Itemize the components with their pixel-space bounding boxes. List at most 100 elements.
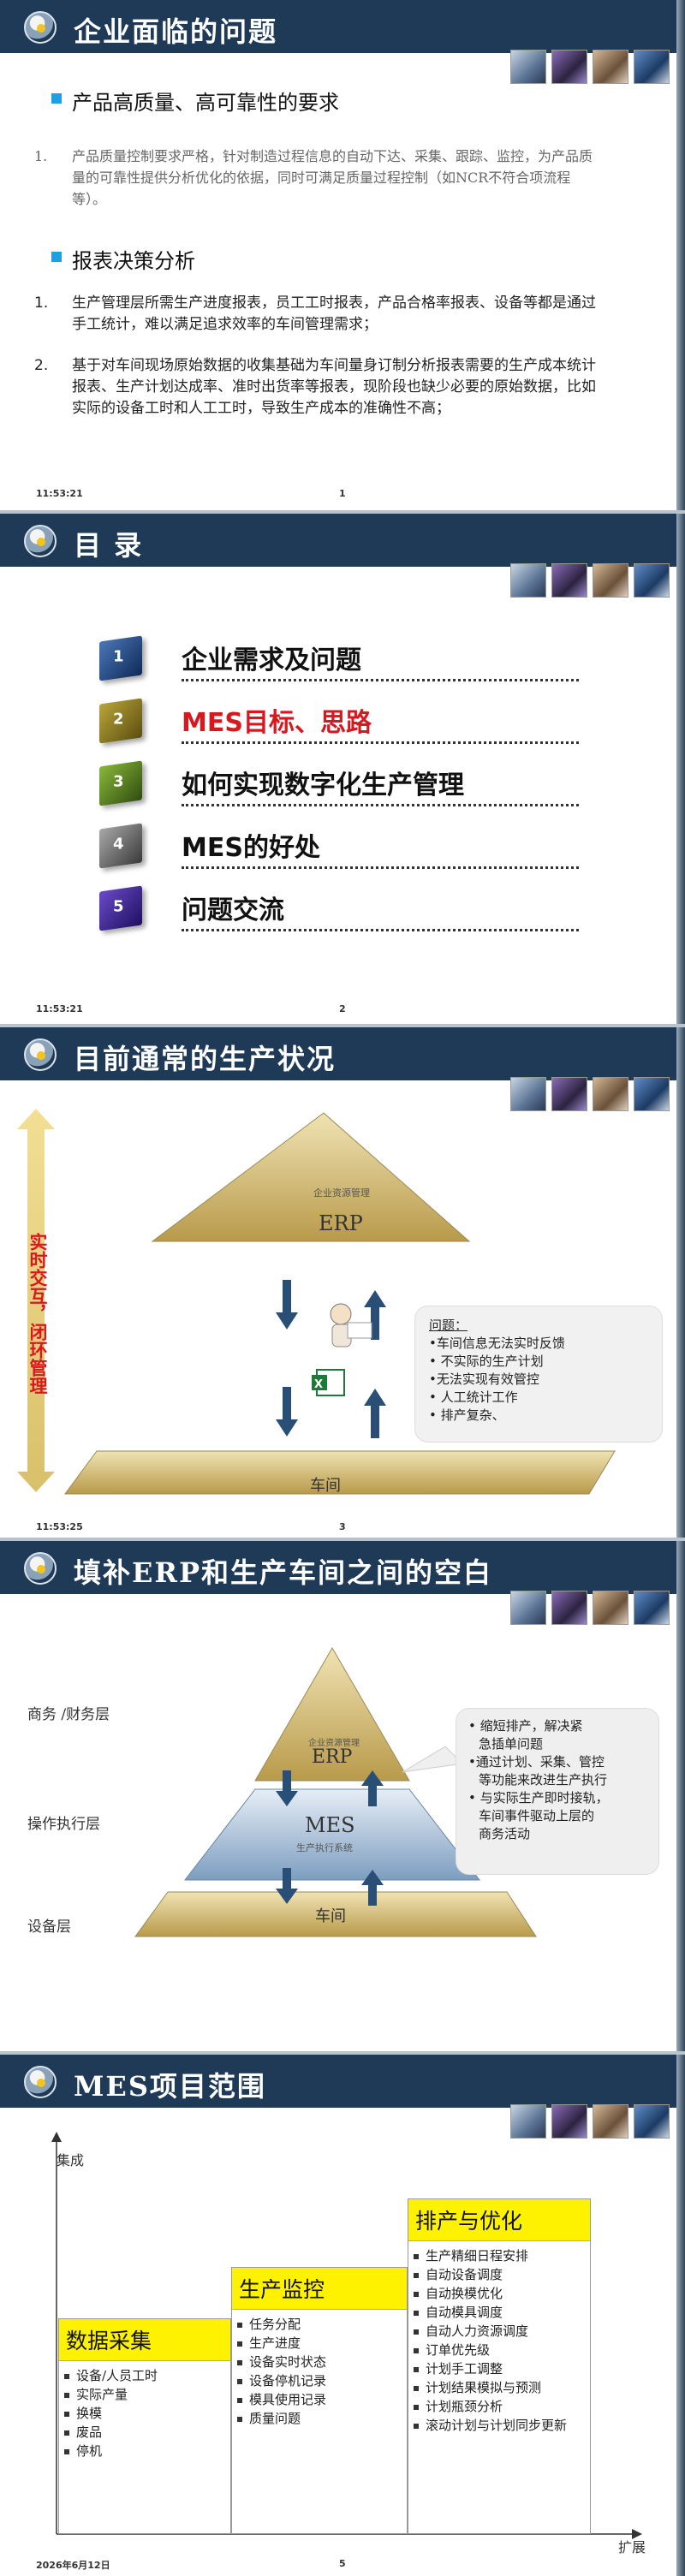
toc-item-5[interactable]: 5 问题交流 [99,883,579,933]
number-cube-icon: 2 [99,698,142,744]
excel-icon: X [312,1369,345,1396]
list-item: 设备/人员工时 [64,2366,227,2385]
slide-title-bar: 企业面临的问题 [0,0,685,53]
list-item: 设备实时状态 [237,2353,403,2371]
section-heading: 报表决策分析 [51,244,195,274]
header-images [510,563,670,598]
vertical-double-arrow-icon [17,1109,55,1492]
list-item: 等功能来改进生产执行 [479,1772,608,1788]
erp-label: ERP [319,1211,363,1235]
worker-clipart-icon [330,1303,372,1347]
list-item: • 缩短排产，解决紧 [468,1718,583,1734]
list-item: 计划手工调整 [414,2359,587,2378]
slide-title-bar: 目 录 [0,514,685,567]
slide-1: 企业面临的问题 产品高质量、高可靠性的要求 1. 产品质量控制要求严格，针对制造… [0,0,685,510]
footer-time: 11:53:25 [36,1521,83,1532]
toc-item-label: 问题交流 [182,895,284,925]
closed-loop-label: 实时交互，闭环管理 [27,1233,48,1395]
list-item: 质量问题 [237,2409,403,2428]
hand-image-icon [634,1077,670,1111]
list-item: 自动设备调度 [414,2265,587,2284]
mes-trapezoid [183,1788,481,1881]
list-item: 计划瓶颈分析 [414,2397,587,2416]
list-item: 滚动计划与计划同步更新 [414,2416,587,2435]
workshop-label: 车间 [315,1907,346,1925]
section-heading: 产品高质量、高可靠性的要求 [51,86,339,116]
hand-image-icon [634,563,670,598]
production-diagram: X [17,1109,616,1495]
erp-subtitle: 企业资源管理 [313,1187,370,1199]
dotted-divider [182,866,579,869]
emblem-icon [24,525,57,557]
up-arrow-icon [371,1404,379,1438]
list-item: •通过计划、采集、管控 [468,1754,605,1770]
list-item: 2. 基于对车间现场原始数据的收集基础为车间量身订制分析报表需要的生产成本统计报… [34,357,596,417]
slide-title: 目 录 [74,529,144,562]
slide-title-bar: MES项目范围 [0,2055,685,2108]
workshop-label: 车间 [310,1477,341,1495]
slide-title: 企业面临的问题 [74,15,278,48]
emblem-icon [24,11,57,44]
list-item: 自动换模优化 [414,2284,587,2303]
slide-divider [0,510,685,514]
list-item: 生产精细日程安排 [414,2246,587,2265]
toc-item-2[interactable]: 2 MES目标、思路 [99,696,579,746]
hand-image-icon [634,2104,670,2139]
building-image-icon [510,1591,546,1625]
workshop-slab [64,1450,616,1495]
slide-5: MES项目范围 集成 扩展 数据采集 设备/人员工时 实际产量 换模 废品 停机… [0,2055,685,2576]
axis-arrow-icon [51,2132,62,2142]
list-item: 实际产量 [64,2385,227,2404]
city-image-icon [551,1077,587,1111]
hand-image-icon [634,1591,670,1625]
list-item: 模具使用记录 [237,2390,403,2409]
handshake-image-icon [593,2104,628,2139]
dotted-divider [182,804,579,806]
dotted-divider [182,679,579,681]
down-arrow-icon [283,1770,291,1793]
handshake-image-icon [593,1591,628,1625]
page-number: 1 [339,488,346,499]
axis-label-integration: 集成 [57,2152,85,2168]
list-item: 停机 [64,2442,227,2460]
toc-item-3[interactable]: 3 如何实现数字化生产管理 [99,759,579,808]
building-image-icon [510,563,546,598]
slide-title-bar: 填补ERP和生产车间之间的空白 [0,1541,685,1594]
city-image-icon [551,50,587,84]
list-item: 换模 [64,2404,227,2423]
workshop-slab [134,1891,537,1937]
toc-item-label: 企业需求及问题 [182,645,361,675]
toc-item-4[interactable]: 4 MES的好处 [99,821,579,871]
stage-scheduling-optimization: 排产与优化 生产精细日程安排 自动设备调度 自动换模优化 自动模具调度 自动人力… [408,2198,591,2534]
stage-title: 排产与优化 [408,2199,590,2241]
list-item: •车间信息无法实时反馈 [429,1336,565,1351]
list-item: 车间事件驱动上层的 [479,1808,595,1823]
list-item: 设备停机记录 [237,2371,403,2390]
building-image-icon [510,50,546,84]
stage-data-collection: 数据采集 设备/人员工时 实际产量 换模 废品 停机 [58,2318,231,2534]
list-item: • 与实际生产即时接轨， [468,1790,609,1806]
list-item: • 不实际的生产计划 [429,1353,544,1369]
slide-title-bar: 目前通常的生产状况 [0,1027,685,1080]
benefits-callout: • 缩短排产，解决紧 急插单问题 •通过计划、采集、管控 等功能来改进生产执行 … [456,1708,659,1875]
page-number: 3 [339,1521,346,1532]
layer-label-device: 设备层 [27,1919,71,1936]
slide-3: 目前通常的生产状况 [0,1027,685,1538]
handshake-image-icon [593,563,628,598]
slide-title: 填补ERP和生产车间之间的空白 [74,1556,493,1589]
mes-label: MES [305,1813,355,1837]
slide-4: 填补ERP和生产车间之间的空白 企业资源管理 ERP MES 生产执行系统 [0,1541,685,2051]
slide-title: MES项目范围 [74,2070,266,2103]
building-image-icon [510,1077,546,1111]
stage-title: 生产监控 [232,2268,407,2310]
erp-pyramid [254,1647,410,1782]
issues-title: 问题： [429,1318,468,1333]
number-cube-icon: 4 [99,823,142,869]
erp-subtitle: 企业资源管理 [308,1739,360,1748]
hand-image-icon [634,50,670,84]
erp-pyramid [151,1112,471,1242]
stage-title: 数据采集 [59,2319,230,2361]
number-cube-icon: 5 [99,885,142,931]
handshake-image-icon [593,1077,628,1111]
toc-item-1[interactable]: 1 企业需求及问题 [99,634,579,683]
